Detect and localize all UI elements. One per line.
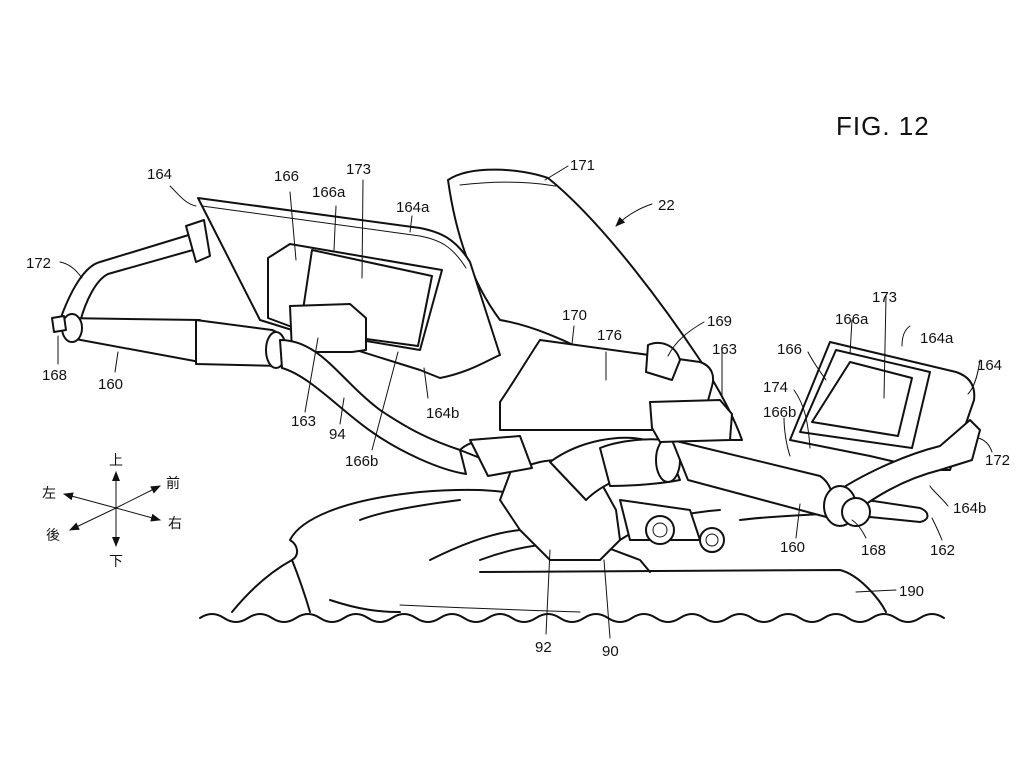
label-164a-left: 164a — [396, 199, 430, 216]
direction-rear-label: 後 — [46, 528, 60, 544]
label-166a-right: 166a — [835, 311, 869, 328]
label-166b-left: 166b — [345, 453, 378, 470]
reference-labels: 164 166 166a 173 164a 172 168 160 163 94… — [26, 157, 1010, 660]
label-162: 162 — [930, 542, 955, 559]
label-92: 92 — [535, 639, 552, 656]
label-168-left: 168 — [42, 367, 67, 384]
label-164b-left: 164b — [426, 405, 459, 422]
label-164a-right: 164a — [920, 330, 954, 347]
direction-left-label: 左 — [42, 486, 56, 502]
arrow-left-icon — [63, 492, 117, 509]
label-172-left: 172 — [26, 255, 51, 272]
label-166-left: 166 — [274, 168, 299, 185]
left-handlebar — [51, 313, 467, 475]
left-display-unit — [59, 197, 501, 379]
arrow-rear-icon — [69, 507, 117, 531]
direction-up-label: 上 — [109, 453, 123, 469]
label-173-left: 173 — [346, 161, 371, 178]
figure-title: FIG. 12 — [836, 111, 930, 141]
direction-indicator: 上 下 左 右 前 後 — [42, 453, 182, 570]
label-173-right: 173 — [872, 289, 897, 306]
direction-down-label: 下 — [109, 554, 123, 570]
label-166a-left: 166a — [312, 184, 346, 201]
label-164-right: 164 — [977, 357, 1002, 374]
arrow-right-icon — [115, 507, 161, 522]
label-22: 22 — [658, 197, 675, 214]
label-163-right: 163 — [712, 341, 737, 358]
label-166-right: 166 — [777, 341, 802, 358]
label-176: 176 — [597, 327, 622, 344]
label-164-left: 164 — [147, 166, 172, 183]
label-169: 169 — [707, 313, 732, 330]
label-174: 174 — [763, 379, 788, 396]
label-170: 170 — [562, 307, 587, 324]
label-164b-right: 164b — [953, 500, 986, 517]
right-display-unit — [789, 341, 981, 527]
label-168-right: 168 — [861, 542, 886, 559]
leader-lines — [57, 165, 993, 639]
label-160-right: 160 — [780, 539, 805, 556]
direction-front-label: 前 — [166, 475, 180, 492]
label-94: 94 — [329, 426, 346, 443]
label-166b-right: 166b — [763, 404, 796, 421]
label-190: 190 — [899, 583, 924, 600]
arrow-front-icon — [115, 485, 161, 509]
label-172-right: 172 — [985, 452, 1010, 469]
label-160-left: 160 — [98, 376, 123, 393]
label-90: 90 — [602, 643, 619, 660]
label-171: 171 — [570, 157, 595, 174]
label-163-left: 163 — [291, 413, 316, 430]
water-line — [199, 613, 945, 623]
direction-right-label: 右 — [168, 516, 182, 532]
